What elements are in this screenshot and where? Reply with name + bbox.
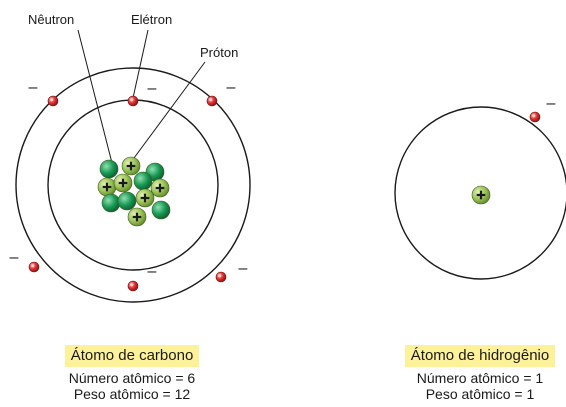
- minus-sign: –: [29, 79, 38, 96]
- minus-sign: –: [547, 95, 556, 112]
- carbon-inner-shell: [47, 99, 219, 271]
- hydrogen-nucleus: [471, 185, 491, 205]
- neutron-pointer-line: [77, 29, 113, 164]
- hydrogen-atom: –: [394, 95, 566, 280]
- proton: [135, 188, 155, 208]
- proton: [121, 156, 141, 176]
- electron-pointer-line: [132, 29, 149, 99]
- proton: [127, 207, 147, 227]
- neutron: [101, 193, 121, 213]
- hydrogen-atomic-weight: Peso atômico = 1: [425, 386, 535, 402]
- carbon-outer-shell: [15, 67, 251, 303]
- minus-sign: –: [10, 249, 19, 266]
- carbon-atom: Nêutron Elétron Próton – – – – – –: [10, 12, 251, 303]
- electron: [529, 111, 541, 123]
- neutron: [133, 171, 153, 191]
- electron-label: Elétron: [131, 12, 172, 27]
- proton: [471, 185, 491, 205]
- carbon-caption-title: Átomo de carbono: [64, 345, 200, 367]
- proton: [113, 173, 133, 193]
- hydrogen-caption: Átomo de hidrogênio Número atômico = 1 P…: [380, 345, 566, 402]
- carbon-electrons: – – – – – –: [10, 79, 248, 292]
- proton-label: Próton: [200, 45, 238, 60]
- electron: [206, 95, 218, 107]
- proton: [150, 178, 170, 198]
- electron: [28, 261, 40, 273]
- neutron: [99, 159, 119, 179]
- neutron-label: Nêutron: [28, 12, 74, 27]
- electron: [47, 95, 59, 107]
- electron: [215, 271, 227, 283]
- carbon-caption: Átomo de carbono Número atômico = 6 Peso…: [32, 345, 232, 402]
- electron: [127, 280, 139, 292]
- carbon-atomic-weight: Peso atômico = 12: [73, 386, 191, 402]
- minus-sign: –: [148, 80, 157, 97]
- neutron: [117, 191, 137, 211]
- proton: [97, 177, 117, 197]
- hydrogen-shell: [394, 106, 566, 280]
- hydrogen-caption-title: Átomo de hidrogênio: [404, 345, 556, 367]
- neutron: [151, 200, 171, 220]
- carbon-atomic-number: Número atômico = 6: [68, 370, 196, 386]
- minus-sign: –: [148, 263, 157, 280]
- hydrogen-atomic-number: Número atômico = 1: [416, 370, 544, 386]
- minus-sign: –: [239, 260, 248, 277]
- minus-sign: –: [227, 79, 236, 96]
- hydrogen-electrons: –: [529, 95, 556, 123]
- proton-pointer-line: [133, 61, 206, 159]
- carbon-nucleus: [97, 156, 171, 227]
- electron: [127, 95, 139, 107]
